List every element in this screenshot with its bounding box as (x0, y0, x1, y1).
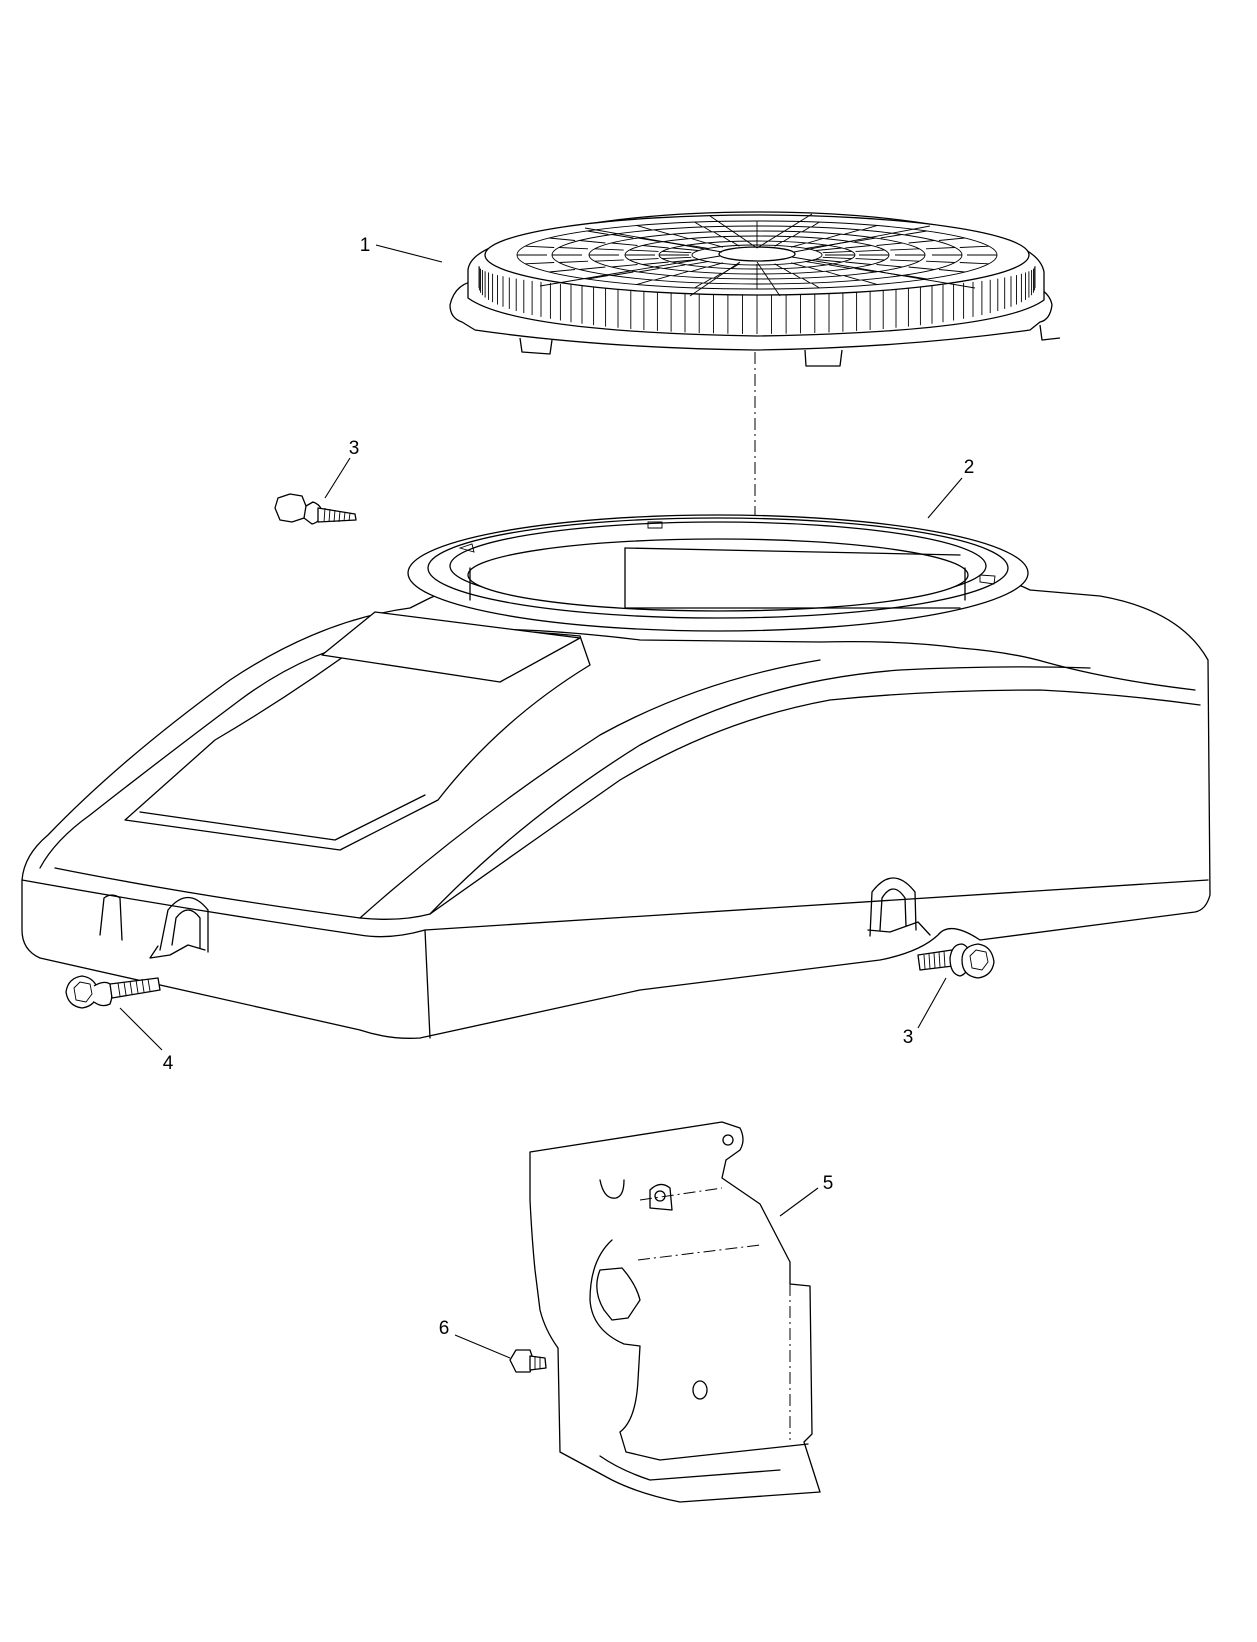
screw-3-left (274, 493, 357, 525)
callout-6-label: 6 (439, 1318, 450, 1339)
heat-shield (529, 1121, 821, 1503)
callout-4-label: 4 (163, 1053, 174, 1074)
screw-6 (509, 1349, 547, 1373)
callout-2-label: 2 (964, 457, 975, 478)
screw-4 (65, 975, 161, 1009)
blower-housing (21, 514, 1211, 1039)
grille-cover (449, 211, 1061, 367)
callout-3-right-label: 3 (903, 1027, 914, 1048)
screw-3-right (917, 943, 995, 979)
callout-3-left-label: 3 (349, 438, 360, 459)
callout-5-label: 5 (823, 1173, 834, 1194)
callout-1-label: 1 (360, 235, 371, 256)
callouts: 1 2 3 3 4 5 6 (119, 235, 975, 1359)
